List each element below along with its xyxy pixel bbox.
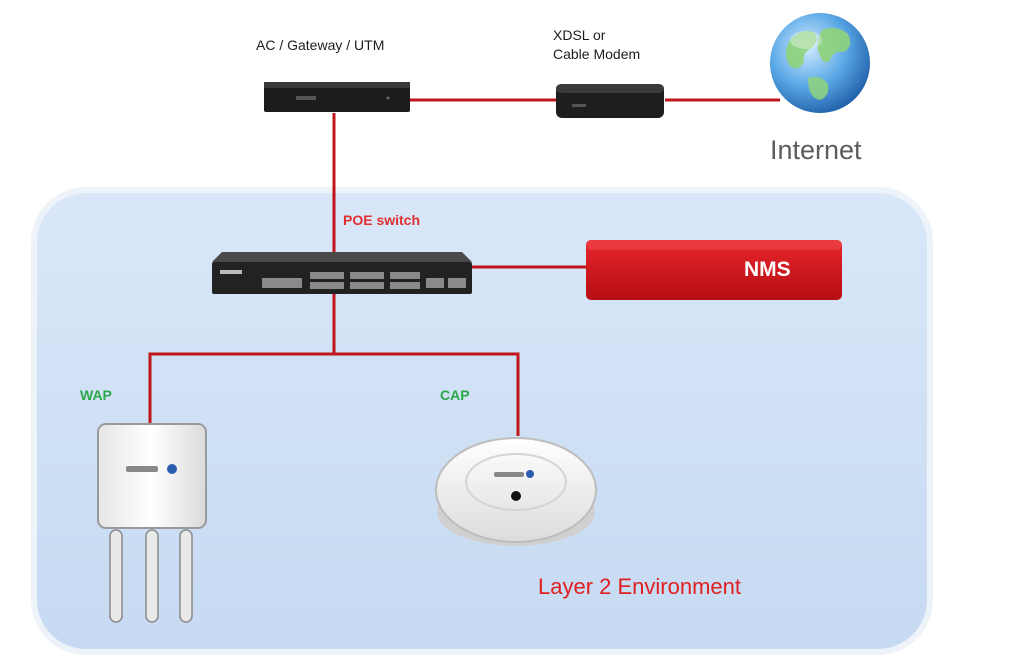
outdoor-access-point-icon bbox=[98, 424, 206, 622]
modem-label-line1: XDSL or bbox=[553, 26, 640, 45]
ceiling-access-point-icon bbox=[436, 438, 596, 546]
gateway-label: AC / Gateway / UTM bbox=[256, 36, 384, 55]
layer2-environment-label: Layer 2 Environment bbox=[538, 574, 741, 600]
modem-icon bbox=[556, 84, 664, 118]
cap-label: CAP bbox=[440, 387, 470, 403]
internet-label: Internet bbox=[770, 135, 862, 166]
modem-label: XDSL or Cable Modem bbox=[553, 26, 640, 64]
globe-icon bbox=[770, 13, 870, 113]
modem-label-line2: Cable Modem bbox=[553, 45, 640, 64]
nms-server-icon bbox=[586, 240, 842, 300]
gateway-appliance-icon bbox=[264, 82, 410, 112]
network-switch-icon bbox=[212, 252, 472, 294]
wap-label: WAP bbox=[80, 387, 112, 403]
nms-label: NMS bbox=[744, 258, 791, 282]
poe-switch-label: POE switch bbox=[343, 212, 420, 228]
